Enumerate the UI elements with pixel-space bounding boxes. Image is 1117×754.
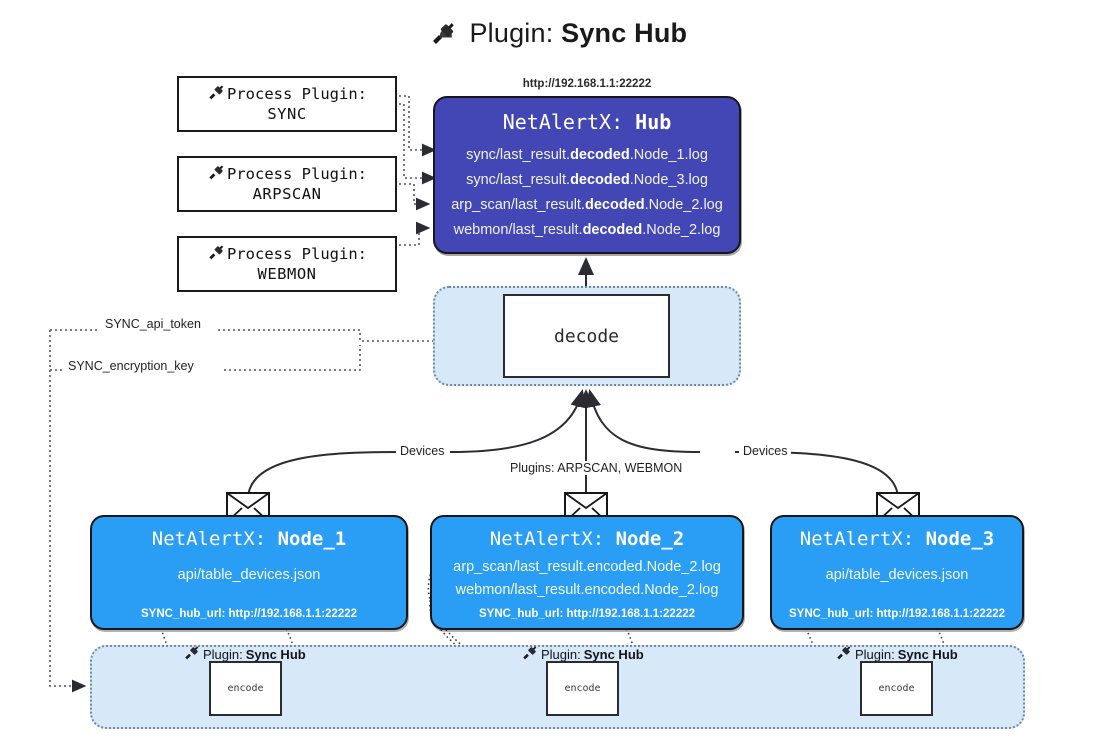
encoder-plugin-label: Plugin: Sync Hub	[183, 645, 306, 663]
node-line: webmon/last_result.encoded.Node_2.log	[455, 582, 719, 599]
node-title-name: Node_3	[925, 528, 995, 550]
hub-log-list: sync/last_result.decoded.Node_1.log sync…	[435, 143, 739, 243]
plug-icon	[835, 645, 852, 663]
node-2[interactable]: NetAlertX: Node_2 arp_scan/last_result.e…	[430, 515, 744, 630]
process-plugin-label: Process Plugin:	[227, 164, 367, 183]
hub-log-line: arp_scan/last_result.decoded.Node_2.log	[435, 193, 739, 218]
log-pre: sync/last_result.	[466, 171, 571, 188]
label-sync-api-token: SYNC_api_token	[101, 317, 205, 331]
hub-title-prefix: NetAlertX:	[502, 110, 624, 134]
log-post: .Node_2.log	[644, 196, 723, 213]
plug-icon	[430, 21, 456, 52]
node-footer: SYNC_hub_url: http://192.168.1.1:22222	[140, 608, 358, 620]
encoder-label-prefix: Plugin:	[203, 646, 243, 662]
process-plugin-value: SYNC	[267, 105, 307, 123]
plug-icon	[207, 84, 225, 105]
node-1[interactable]: NetAlertX: Node_1 api/table_devices.json…	[90, 515, 408, 630]
plug-icon	[207, 244, 225, 265]
node-title-prefix: NetAlertX:	[489, 528, 605, 550]
log-mid: decoded	[570, 171, 630, 188]
plug-icon	[183, 645, 200, 663]
title-prefix: Plugin:	[469, 18, 554, 48]
node-title-prefix: NetAlertX:	[151, 528, 267, 550]
node-footer: SYNC_hub_url: http://192.168.1.1:22222	[788, 608, 1006, 620]
node-line: arp_scan/last_result.encoded.Node_2.log	[453, 559, 721, 575]
log-pre: sync/last_result.	[466, 147, 571, 163]
encode-box[interactable]: encode	[860, 661, 933, 716]
plug-icon	[521, 645, 538, 663]
encoder-label-name: Sync Hub	[583, 646, 644, 662]
log-mid: decoded	[570, 147, 630, 163]
encoder-label-prefix: Plugin:	[541, 646, 581, 662]
encode-box[interactable]: encode	[546, 661, 619, 716]
node-line: api/table_devices.json	[177, 567, 321, 583]
label-sync-encryption-key: SYNC_encryption_key	[64, 359, 198, 373]
process-plugin-value: WEBMON	[257, 265, 317, 283]
encode-box[interactable]: encode	[209, 661, 282, 716]
hub-log-line: webmon/last_result.decoded.Node_2.log	[435, 218, 739, 243]
log-pre: webmon/last_result.	[453, 221, 583, 238]
process-plugin-label: Process Plugin:	[227, 84, 367, 103]
encoder-plugin-label: Plugin: Sync Hub	[521, 645, 644, 663]
log-post: .Node_3.log	[629, 171, 708, 188]
plug-icon	[207, 164, 225, 185]
hub-title-name: Hub	[635, 110, 672, 134]
process-plugin-webmon-box[interactable]: Process Plugin: WEBMON	[177, 236, 397, 292]
log-mid: decoded	[584, 196, 645, 213]
hub-log-line: sync/last_result.decoded.Node_3.log	[435, 168, 739, 193]
hub-title: NetAlertX: Hub	[435, 110, 739, 134]
log-post: .Node_1.log	[629, 147, 708, 163]
node-line-list: arp_scan/last_result.encoded.Node_2.log …	[432, 556, 742, 603]
label-devices-left: Devices	[396, 444, 449, 458]
hub-log-line: sync/last_result.decoded.Node_1.log	[435, 143, 739, 168]
log-pre: arp_scan/last_result.	[451, 196, 585, 213]
node-footer: SYNC_hub_url: http://192.168.1.1:22222	[478, 608, 696, 620]
encoder-plugin-label: Plugin: Sync Hub	[835, 645, 958, 663]
node-title-name: Node_2	[615, 528, 685, 550]
log-post: .Node_2.log	[642, 221, 721, 238]
node-3[interactable]: NetAlertX: Node_3 api/table_devices.json…	[770, 515, 1024, 630]
node-line-list: api/table_devices.json	[772, 564, 1022, 587]
node-title: NetAlertX: Node_1	[92, 528, 406, 550]
title-name: Sync Hub	[561, 18, 688, 48]
node-title-name: Node_1	[277, 528, 347, 550]
log-mid: decoded	[582, 221, 643, 238]
decode-box[interactable]: decode	[503, 294, 670, 378]
encoder-label-name: Sync Hub	[245, 646, 306, 662]
process-plugin-label: Process Plugin:	[227, 244, 367, 263]
node-title: NetAlertX: Node_2	[432, 528, 742, 550]
hub-url-label: http://192.168.1.1:22222	[522, 78, 652, 90]
process-plugin-arpscan-box[interactable]: Process Plugin: ARPSCAN	[177, 156, 397, 212]
node-title: NetAlertX: Node_3	[772, 528, 1022, 550]
label-plugins: Plugins: ARPSCAN, WEBMON	[506, 461, 687, 475]
encoder-label-name: Sync Hub	[897, 646, 958, 662]
node-line: api/table_devices.json	[825, 567, 969, 583]
page-title: Plugin: Sync Hub	[0, 18, 1117, 52]
node-title-prefix: NetAlertX:	[799, 528, 915, 550]
node-line-list: api/table_devices.json	[92, 564, 406, 587]
process-plugin-value: ARPSCAN	[252, 185, 322, 203]
hub-node[interactable]: NetAlertX: Hub sync/last_result.decoded.…	[433, 96, 741, 254]
label-devices-right: Devices	[739, 444, 792, 458]
process-plugin-sync-box[interactable]: Process Plugin: SYNC	[177, 76, 397, 132]
encoder-label-prefix: Plugin:	[855, 646, 895, 662]
